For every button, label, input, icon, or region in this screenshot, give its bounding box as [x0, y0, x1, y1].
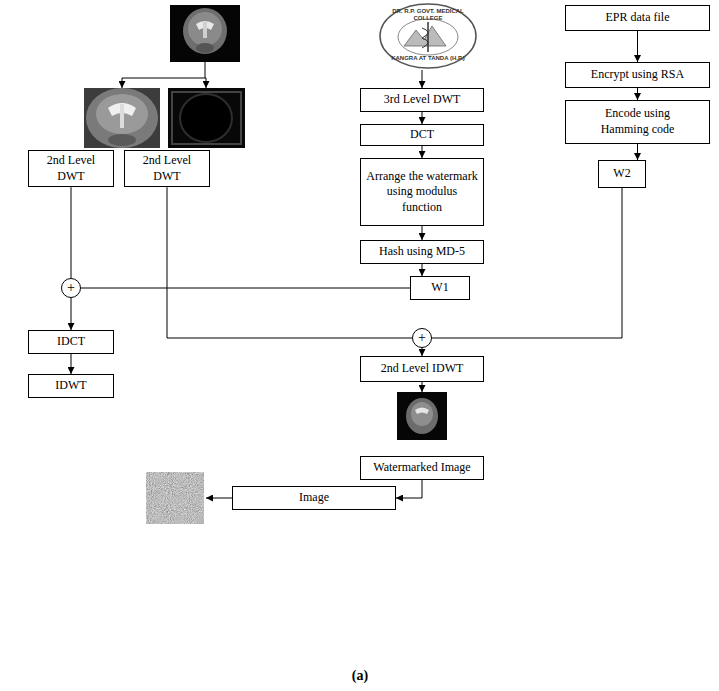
watermarked-image — [397, 392, 447, 440]
box-label: DCT — [410, 127, 434, 143]
operator-sign: + — [418, 331, 426, 345]
scrambled-image — [146, 472, 204, 524]
flow-connector — [71, 298, 72, 330]
box-label: Watermarked Image — [373, 460, 470, 476]
flow-connector — [396, 480, 422, 498]
flow-connector — [71, 354, 72, 374]
logo-text: DR. R.P. GOVT. MEDICAL COLLEGE — [378, 8, 478, 21]
sum-operator: + — [412, 328, 432, 348]
sum-operator: + — [61, 278, 81, 298]
process-box: W1 — [410, 276, 470, 300]
flow-connector — [637, 31, 638, 62]
process-box: Image — [232, 486, 396, 510]
box-label: EPR data file — [606, 10, 670, 26]
flow-connector — [71, 187, 72, 278]
flow-connector — [81, 288, 410, 289]
box-label: 2nd Level DWT — [130, 153, 204, 184]
flow-connector — [422, 264, 423, 276]
figure-label: (a) — [330, 668, 390, 684]
logo-text: KANGRA AT TANDA (H.P.) — [378, 55, 478, 62]
flow-connector — [637, 144, 638, 160]
box-label: 3rd Level DWT — [384, 92, 461, 108]
box-label: 2nd Level IDWT — [381, 361, 464, 377]
process-box: DCT — [360, 124, 484, 146]
process-box: W2 — [598, 160, 646, 188]
box-label: 2nd Level DWT — [34, 153, 108, 184]
process-box: Encode using Hamming code — [565, 100, 710, 144]
process-box: 2nd Level IDWT — [360, 356, 484, 382]
process-box: IDWT — [28, 374, 114, 398]
roi-image — [84, 88, 160, 148]
box-label: W1 — [431, 280, 448, 296]
box-label: W2 — [613, 166, 630, 182]
box-label: IDCT — [57, 334, 85, 350]
process-box: 3rd Level DWT — [360, 88, 484, 112]
flow-connector — [422, 112, 423, 124]
box-label: Encode using Hamming code — [588, 106, 687, 137]
box-label: Encrypt using RSA — [591, 67, 684, 83]
flow-connector — [422, 226, 423, 240]
box-label: Hash using MD-5 — [379, 244, 465, 260]
process-box: Hash using MD-5 — [360, 240, 484, 264]
process-box: 2nd Level DWT — [28, 150, 114, 187]
process-box: Watermarked Image — [360, 456, 484, 480]
process-box: 2nd Level DWT — [124, 150, 210, 187]
process-box: Encrypt using RSA — [565, 62, 710, 88]
flow-connector — [422, 348, 423, 356]
flow-connector — [422, 146, 423, 158]
process-box: EPR data file — [565, 5, 710, 31]
operator-sign: + — [67, 281, 75, 295]
box-label: Arrange the watermark using modulus func… — [366, 169, 478, 216]
roni-image — [168, 88, 245, 148]
mri-image — [170, 5, 240, 62]
process-box: IDCT — [28, 330, 114, 354]
box-label: Image — [299, 490, 329, 506]
box-label: IDWT — [55, 378, 86, 394]
process-box: Arrange the watermark using modulus func… — [360, 158, 484, 226]
flow-connector — [637, 88, 638, 100]
